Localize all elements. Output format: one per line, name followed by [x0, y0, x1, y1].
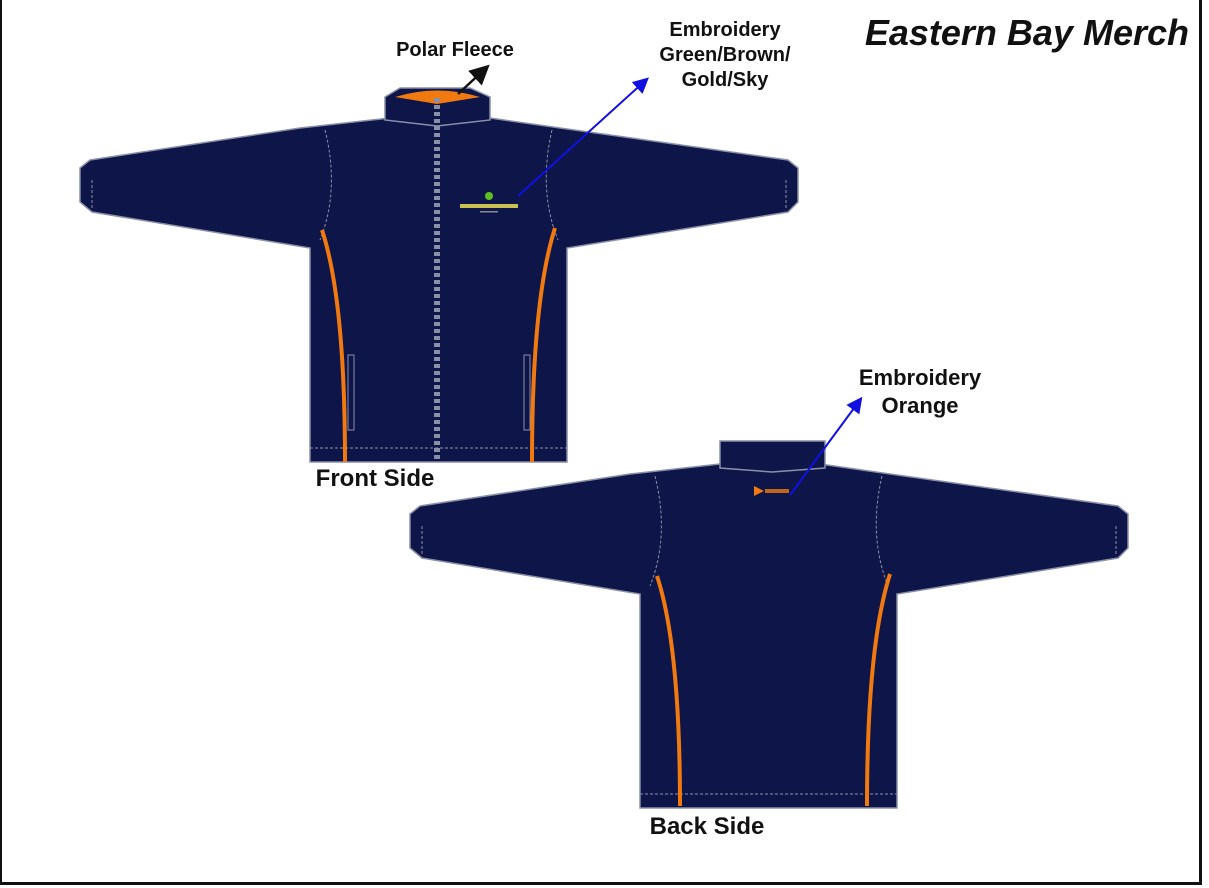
front-jacket — [79, 87, 799, 463]
front-embroidery-line: Gold/Sky — [681, 69, 769, 91]
front-embroidery-label: Embroidery Green/Brown/ Gold/Sky — [635, 18, 815, 93]
polar-fleece-label: Polar Fleece — [396, 39, 514, 61]
front-logo — [460, 192, 518, 213]
pocket-left — [347, 354, 355, 431]
back-jacket — [409, 440, 1129, 809]
pocket-right — [523, 354, 531, 431]
page-title: Eastern Bay Merch — [864, 12, 1189, 53]
piping-right — [530, 227, 557, 463]
back-side-label: Back Side — [649, 813, 765, 840]
back-embroidery-label: Embroidery Orange — [830, 364, 1010, 420]
front-embroidery-line: Green/Brown/ — [659, 44, 791, 66]
front-side-label: Front Side — [315, 465, 435, 492]
arrow-front-embroidery — [517, 77, 649, 197]
front-embroidery-line: Embroidery — [669, 19, 781, 41]
arrow-back-embroidery — [789, 396, 863, 496]
back-embroidery-line: Orange — [881, 393, 959, 418]
back-logo — [754, 486, 789, 496]
arrow-polar-fleece — [457, 64, 490, 95]
back-embroidery-line: Embroidery — [858, 365, 982, 390]
piping-left — [320, 229, 347, 463]
